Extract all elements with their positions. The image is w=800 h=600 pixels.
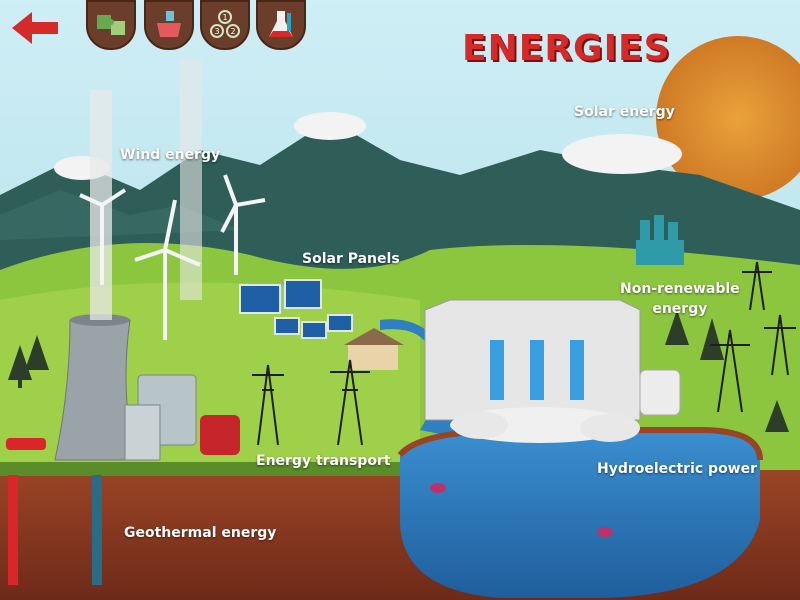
cloud <box>562 134 682 174</box>
svg-text:3: 3 <box>214 27 219 36</box>
factory <box>636 215 684 265</box>
cooling-tower <box>54 60 202 461</box>
geothermal-pipe-cold <box>92 475 102 585</box>
label-hydroelectric-power[interactable]: Hydroelectric power <box>597 461 758 477</box>
wind-turbines <box>79 174 266 340</box>
puzzle-button[interactable] <box>86 0 136 50</box>
label-solar-panels[interactable]: Solar Panels <box>302 251 400 267</box>
numbers-icon: 1 3 2 <box>210 10 240 38</box>
numbers-button[interactable]: 1 3 2 <box>200 0 250 50</box>
basket-button[interactable] <box>144 0 194 50</box>
page-title: ENERGIES <box>462 28 671 69</box>
power-pylons <box>252 261 796 446</box>
geothermal-pipe-hot <box>8 475 18 585</box>
flask-button[interactable] <box>256 0 306 50</box>
back-arrow-icon <box>12 12 58 44</box>
label-non-renewable-line1: Non-renewable <box>620 281 740 297</box>
label-geothermal-energy[interactable]: Geothermal energy <box>124 525 277 541</box>
flask-icon <box>269 11 293 37</box>
label-wind-energy[interactable]: Wind energy <box>120 147 221 163</box>
label-energy-transport[interactable]: Energy transport <box>256 453 391 469</box>
puzzle-icon <box>97 15 125 35</box>
label-non-renewable-line2: energy <box>652 301 708 317</box>
svg-text:2: 2 <box>230 27 235 36</box>
solar-panels <box>239 279 353 339</box>
back-button[interactable] <box>10 8 60 48</box>
label-solar-energy[interactable]: Solar energy <box>574 104 675 120</box>
svg-text:1: 1 <box>222 13 227 22</box>
trees <box>8 310 789 432</box>
cloud <box>294 112 366 140</box>
lake <box>400 430 760 598</box>
label-non-renewable-energy[interactable]: Non-renewable energy <box>620 279 740 319</box>
hydroelectric-dam <box>424 299 681 443</box>
fish <box>430 483 613 537</box>
house <box>344 328 404 370</box>
storage-tank <box>124 374 240 461</box>
basket-icon <box>157 11 181 37</box>
sun <box>656 36 800 200</box>
